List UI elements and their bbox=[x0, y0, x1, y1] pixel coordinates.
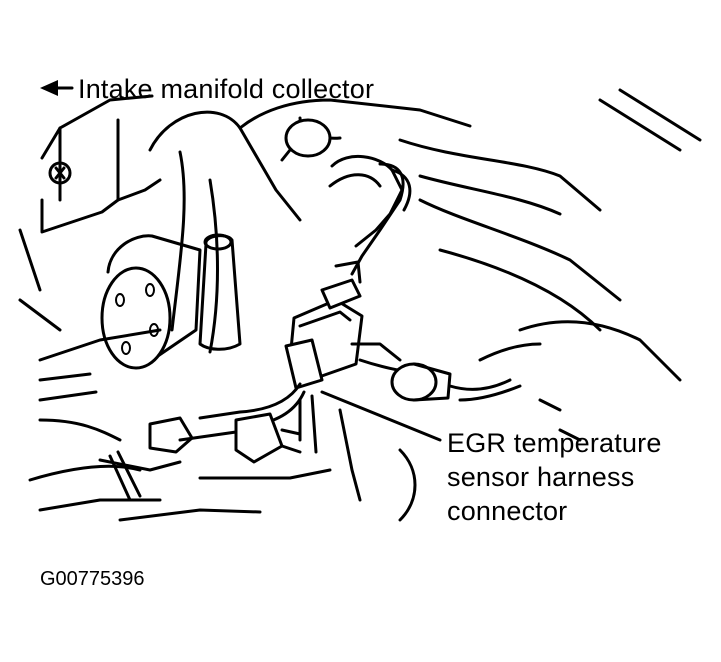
vacuum-nozzle bbox=[198, 233, 242, 351]
egr-connector-label: EGR temperature sensor harness connector bbox=[447, 426, 662, 528]
hose-loop bbox=[328, 154, 412, 276]
intake-manifold-collector bbox=[148, 98, 472, 354]
figure-id: G00775396 bbox=[40, 568, 145, 590]
intake-manifold-label: Intake manifold collector bbox=[78, 74, 375, 104]
egr-label-line-2: sensor harness bbox=[447, 462, 635, 492]
right-pipe bbox=[398, 88, 702, 382]
round-cap bbox=[100, 234, 202, 370]
egr-temperature-sensor bbox=[390, 362, 522, 402]
engine-block-left bbox=[18, 94, 162, 332]
intake-leader-arrow bbox=[40, 80, 74, 96]
egr-leader-line bbox=[320, 390, 442, 442]
egr-harness-connector bbox=[284, 260, 364, 390]
egr-label-line-1: EGR temperature bbox=[447, 428, 662, 458]
lower-pipes bbox=[28, 328, 362, 522]
egr-label-line-3: connector bbox=[447, 496, 568, 526]
bottom-right-detail bbox=[398, 398, 582, 522]
